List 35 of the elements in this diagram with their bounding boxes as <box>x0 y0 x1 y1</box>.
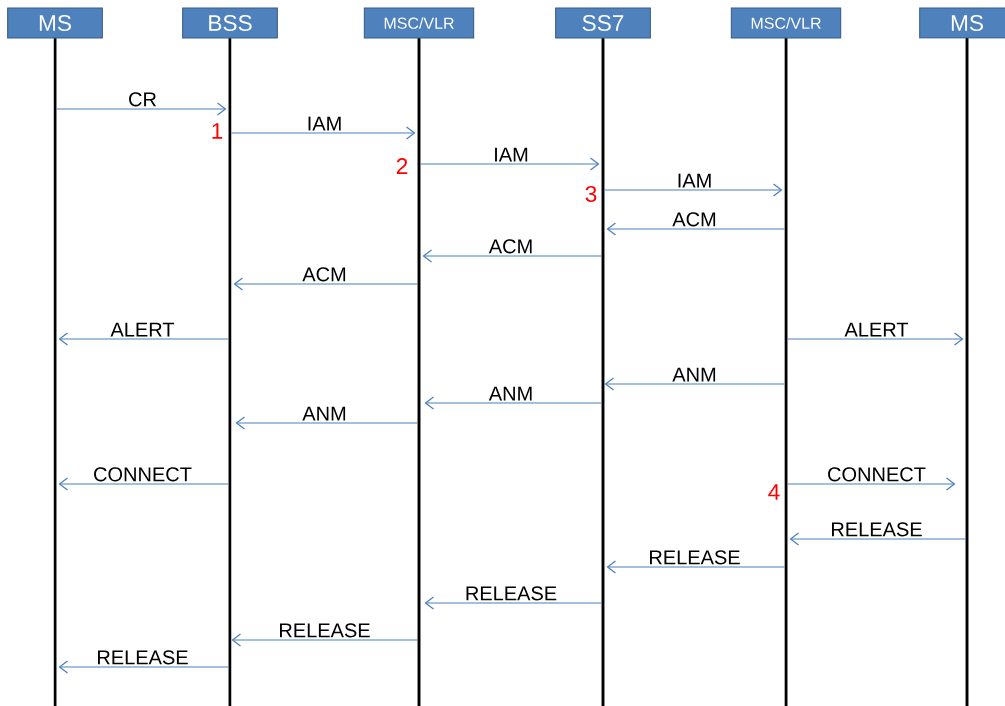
step-number: 4 <box>768 484 780 500</box>
message-label: ANM <box>487 385 535 402</box>
message-label: ANM <box>670 366 719 383</box>
message-arrow <box>58 332 230 346</box>
message-label: ALERT <box>843 321 910 338</box>
message-arrow <box>606 560 786 574</box>
message-arrow <box>233 277 419 291</box>
message-arrow <box>58 660 230 674</box>
message-arrow <box>235 416 419 430</box>
message-arrow <box>604 377 786 391</box>
message-arrow <box>786 477 956 491</box>
message-arrow <box>603 183 783 197</box>
message-arrow <box>424 596 603 610</box>
message-label: ACM <box>300 265 349 283</box>
message-arrow <box>231 633 419 647</box>
message-arrow <box>789 532 967 546</box>
message-label: ALERT <box>109 321 176 338</box>
message-label: IAM <box>675 172 714 189</box>
message-label: ACM <box>487 237 535 255</box>
message-arrow <box>786 332 964 346</box>
message-arrow <box>419 157 600 171</box>
message-label: ANM <box>300 405 349 422</box>
message-label: IAM <box>305 115 344 132</box>
message-label: CR <box>126 90 159 108</box>
step-number: 3 <box>585 185 597 203</box>
message-arrow <box>422 249 603 263</box>
message-arrow <box>606 222 786 236</box>
message-arrow <box>424 396 603 410</box>
message-arrow <box>58 477 230 491</box>
step-number: 2 <box>396 158 408 174</box>
message-label: IAM <box>491 146 531 163</box>
step-number: 1 <box>212 123 223 139</box>
message-label: ACM <box>670 210 719 228</box>
message-arrow <box>55 102 227 116</box>
message-arrow <box>230 126 416 140</box>
